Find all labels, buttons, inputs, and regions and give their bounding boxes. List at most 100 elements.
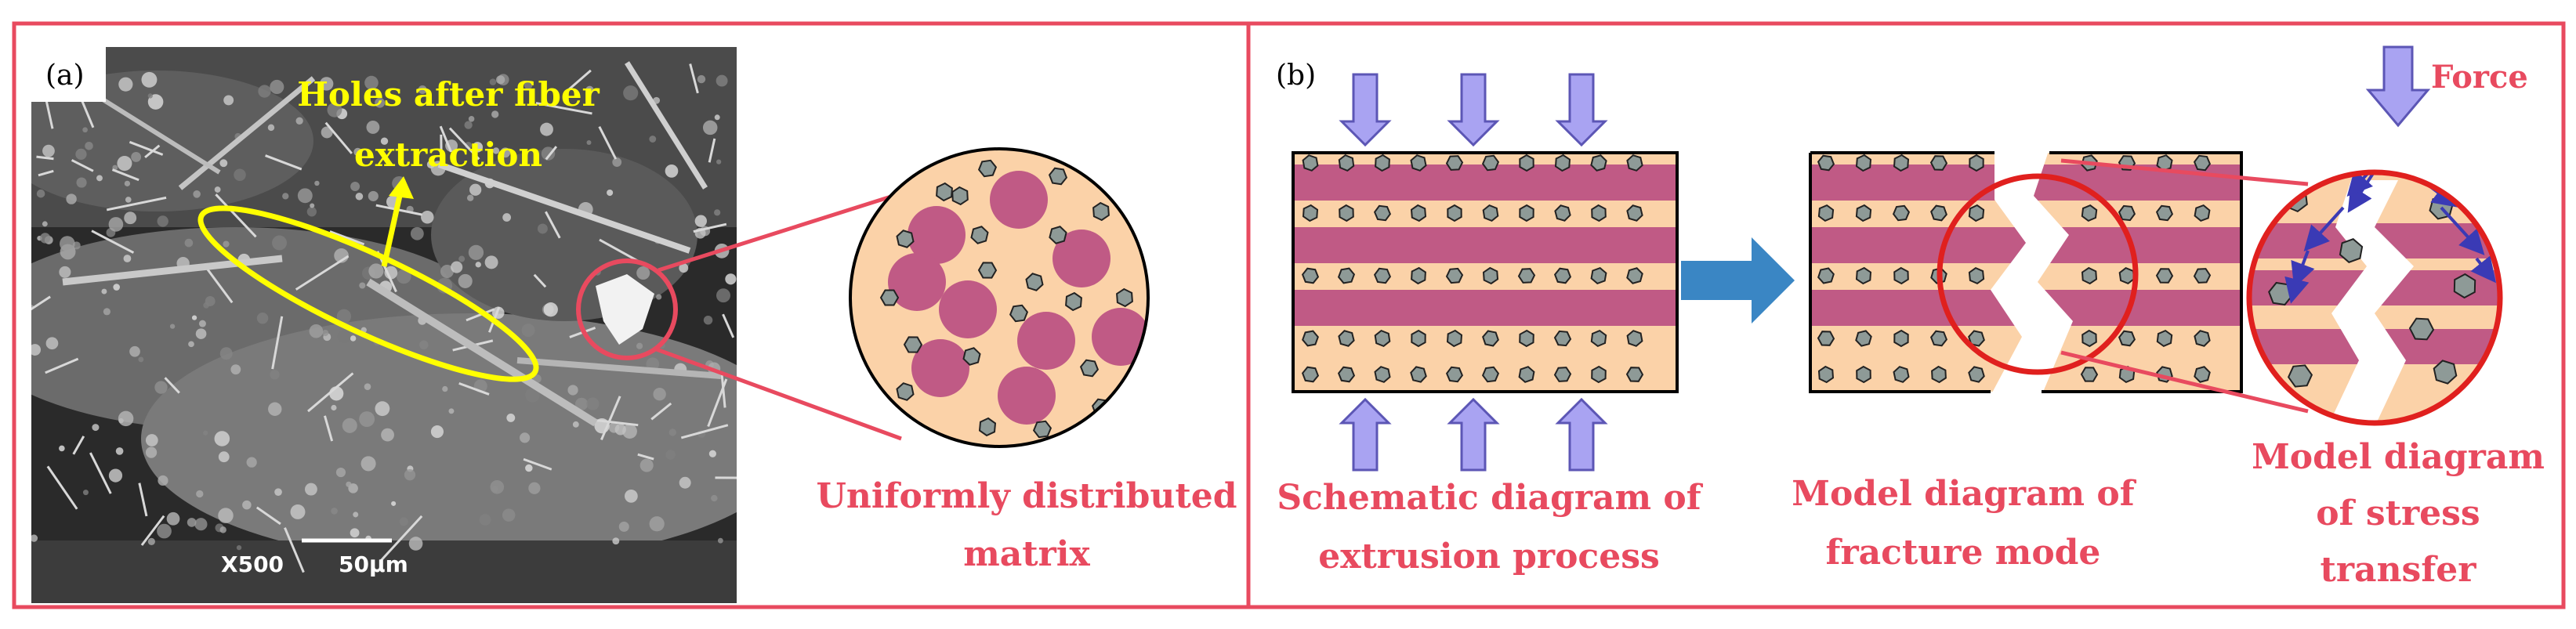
stress-arrow [2284,266,2310,304]
particle [1590,329,1607,348]
particle [1482,204,1499,222]
particle [2193,154,2212,172]
particle [962,347,981,366]
particle [1855,154,1872,172]
particle [1553,367,1572,382]
particle [1855,204,1872,222]
particle [1817,267,1835,284]
uniform-caption-line2: matrix [963,534,1090,574]
particle [1626,267,1643,284]
particle [2194,330,2211,347]
particle [1519,154,1534,172]
fiber-strip [1293,227,1677,263]
particle [2339,238,2364,263]
fiber-cross-section [911,339,969,397]
stress-arrow [2440,206,2485,255]
fiber-cross-section [1053,230,1110,287]
particle [1410,204,1427,222]
uniform-matrix-zoom [849,147,1150,448]
panel-a-label: (a) [45,60,85,92]
holes-annotation-line1: Holes after fiber [297,75,600,114]
particle [1893,266,1909,285]
particle [1817,331,1835,346]
fracture-block [1809,149,2243,396]
fiber-cross-section [939,280,997,338]
particle [978,417,997,437]
particle [1302,330,1319,347]
particle [1048,167,1068,186]
particle [1445,366,1464,383]
compression-arrows-bottom [1339,397,1608,472]
down-arrow [1447,73,1500,147]
particle [1374,329,1391,348]
particle [1301,267,1320,284]
particle [1302,204,1319,222]
particle [2287,364,2313,388]
stress-connector-bottom [2060,350,2309,414]
force-label: Force [2431,59,2528,96]
particle [879,289,900,306]
particle [1410,366,1427,383]
stress-caption-line1: Model diagram [2252,437,2545,477]
fracture-zoom-circle [1937,173,2139,375]
sem-micrograph [31,47,737,603]
stress-arrow [2303,206,2345,251]
fracture-caption-line2: fracture mode [1826,533,2101,573]
fiber-cross-section [1017,312,1075,370]
crack-gap [1991,149,2073,396]
fiber-cross-section [908,206,966,264]
particle [1626,154,1643,172]
fracture-caption-line1: Model diagram of [1792,474,2137,514]
particle [1590,154,1607,172]
extrusion-caption-line2: extrusion process [1318,537,1660,577]
zoom-connector-bottom [654,346,902,441]
particle [2194,366,2211,383]
particle [1892,204,1911,222]
particle [2081,266,2098,285]
particle [1009,304,1029,323]
particle [1025,273,1044,291]
particle [1968,366,1985,383]
stress-arrow [2346,172,2388,197]
panel-b-label: (b) [1276,60,1316,92]
up-arrow [1339,397,1392,472]
particle [1553,267,1572,284]
particle [1817,154,1835,172]
annotation-arrowhead [389,176,414,199]
particle [2193,268,2212,284]
particle [1626,204,1643,222]
particle [2194,204,2211,222]
particle [2155,268,2174,284]
particle [1092,201,1110,222]
particle [2156,329,2173,348]
particle [1481,154,1500,172]
up-arrow [1447,397,1500,472]
uniform-caption-line1: Uniformly distributed [816,476,1237,516]
particle [1410,154,1427,172]
particle [1482,330,1499,347]
particle [2433,360,2458,385]
particle [1553,330,1572,347]
fracture-region [596,274,654,345]
particle [1893,329,1909,348]
compression-arrows-top [1339,73,1608,147]
particle [1968,204,1985,222]
stress-transfer-zoom [2246,169,2503,426]
particle [2081,329,2097,348]
particle [1855,330,1872,347]
particle [1032,420,1053,439]
particle [1855,266,1872,285]
particle [1968,330,1985,347]
particle [1968,266,1985,285]
fiber-cross-section [1092,308,1148,366]
particle [2453,273,2476,299]
particle [2408,317,2435,341]
particle [1519,204,1534,222]
particle [1373,204,1392,222]
particle [1929,155,1948,171]
particle [1817,365,1835,384]
fiber-strip [1293,290,1677,326]
particle [1447,204,1462,222]
